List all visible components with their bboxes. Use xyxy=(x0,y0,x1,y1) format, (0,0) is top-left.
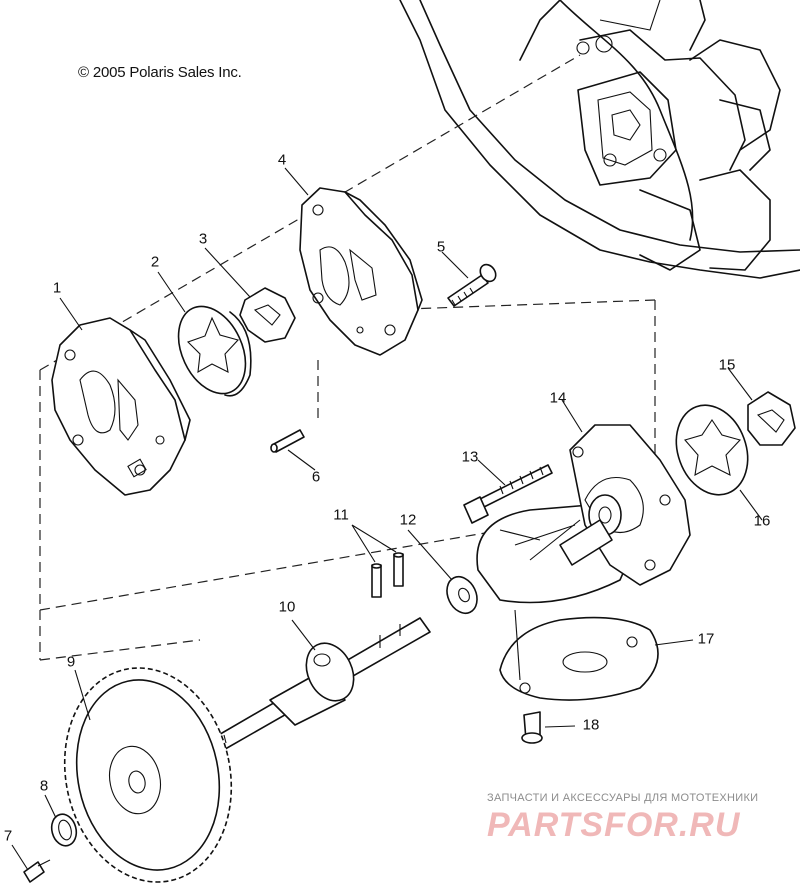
callout-15: 15 xyxy=(718,356,736,374)
part-16-outer-rotor xyxy=(675,404,749,496)
part-13-bolt xyxy=(463,464,553,524)
part-10-shaft xyxy=(209,617,431,753)
part-1-pump-body xyxy=(51,317,191,496)
callout-18: 18 xyxy=(582,716,600,734)
callout-10: 10 xyxy=(278,598,296,616)
part-15-inner-rotor xyxy=(747,391,796,446)
leader-lines xyxy=(11,167,763,871)
part-7-small-bolt xyxy=(23,859,51,883)
watermark-logo: PARTSFOR.RU xyxy=(487,806,741,844)
part-4-pump-plate xyxy=(299,187,423,356)
callout-7: 7 xyxy=(3,827,13,845)
callout-8: 8 xyxy=(39,777,49,795)
callout-9: 9 xyxy=(66,653,76,671)
callout-17: 17 xyxy=(697,630,715,648)
copyright-text: © 2005 Polaris Sales Inc. xyxy=(78,64,242,81)
part-17-cover-plate xyxy=(499,609,659,701)
callout-3: 3 xyxy=(198,230,208,248)
part-18-screw xyxy=(521,711,543,744)
part-3-inner-rotor xyxy=(239,287,296,343)
callout-6: 6 xyxy=(311,468,321,486)
part-6-dowel-pin xyxy=(270,429,305,453)
part-9-gear xyxy=(63,667,233,883)
callout-12: 12 xyxy=(399,511,417,529)
engine-case-drawing xyxy=(399,0,800,279)
callout-16: 16 xyxy=(753,512,771,530)
callout-2: 2 xyxy=(150,253,160,271)
callout-1: 1 xyxy=(52,279,62,297)
callout-4: 4 xyxy=(277,151,287,169)
part-8-ring xyxy=(50,813,78,847)
part-11-pins xyxy=(371,552,404,598)
part-5-screw xyxy=(447,263,497,307)
watermark-tagline: ЗАПЧАСТИ И АКСЕССУАРЫ ДЛЯ МОТОТЕХНИКИ xyxy=(487,792,759,804)
callout-13: 13 xyxy=(461,448,479,466)
callout-11: 11 xyxy=(333,506,349,524)
part-2-outer-rotor xyxy=(177,305,252,397)
part-12-washer xyxy=(446,575,478,615)
callout-5: 5 xyxy=(436,238,446,256)
part-14-pump-housing xyxy=(476,424,691,604)
callout-14: 14 xyxy=(549,389,567,407)
